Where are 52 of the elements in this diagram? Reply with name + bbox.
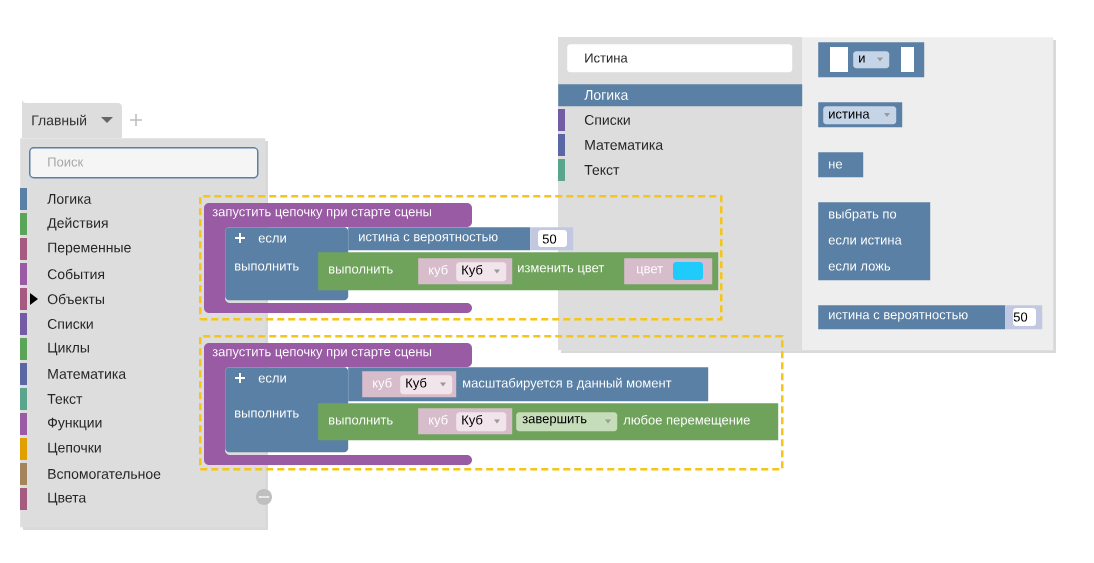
number-block: 50	[1005, 305, 1043, 330]
code-block: выбрать по если истина если ложь	[818, 202, 931, 281]
search-field: Поиск	[29, 147, 259, 179]
dropdown: Куб	[456, 412, 507, 432]
category-item: Цвета	[20, 488, 87, 510]
node-label: Циклы	[48, 342, 89, 356]
node-label: Цепочки	[48, 442, 101, 456]
category-item: Переменные	[20, 238, 131, 260]
node-label: Текст	[47, 394, 83, 404]
node-label: Математика	[48, 369, 127, 379]
category-item: Действия	[20, 213, 108, 235]
dropdown: завершить	[516, 412, 618, 432]
category-item: Логика	[20, 188, 92, 210]
category-item: Текст	[20, 388, 83, 410]
selection-frame	[199, 195, 723, 321]
node-label: Функции	[48, 417, 102, 431]
code-block: не	[818, 152, 864, 178]
node-label: Цвета	[48, 492, 87, 506]
dropdown: истина	[823, 106, 897, 125]
node-label: События	[47, 268, 105, 280]
node-label: Списки	[584, 115, 630, 125]
node-label: Логика	[47, 194, 92, 204]
tab: Главный	[22, 99, 122, 138]
node-label: Действия	[47, 217, 108, 231]
dropdown: Куб	[400, 375, 453, 395]
category-item: Списки	[558, 109, 630, 131]
node-label: Списки	[47, 319, 93, 329]
category-item: Логика	[558, 84, 803, 107]
search-field: Истина	[567, 44, 793, 73]
code-block: истина с вероятностью	[818, 305, 1006, 330]
category-item: Текст	[558, 159, 620, 181]
number-block: 50	[530, 227, 574, 251]
node-label: Математика	[585, 140, 664, 150]
category-item: Цепочки	[20, 438, 101, 460]
category-item: Функции	[20, 413, 102, 435]
category-item: Списки	[20, 313, 93, 335]
node-label: Переменные	[48, 242, 131, 256]
category-item: События	[20, 263, 105, 285]
category-item: Циклы	[20, 338, 89, 360]
category-item: Объекты	[20, 288, 104, 310]
node-label: Вспомогательное	[48, 469, 161, 479]
selection-frame	[199, 335, 784, 471]
category-item: Математика	[20, 363, 127, 385]
node-label: Текст	[584, 165, 620, 175]
code-block: истина с вероятностью	[348, 227, 531, 251]
category-item: Вспомогательное	[20, 463, 161, 485]
node-label: Объекты	[47, 293, 104, 305]
node-label: Главный	[32, 114, 87, 126]
code-block: цвет	[624, 258, 713, 285]
dropdown: и	[853, 51, 890, 69]
category-item: Математика	[558, 134, 664, 156]
dropdown: Куб	[456, 262, 507, 282]
